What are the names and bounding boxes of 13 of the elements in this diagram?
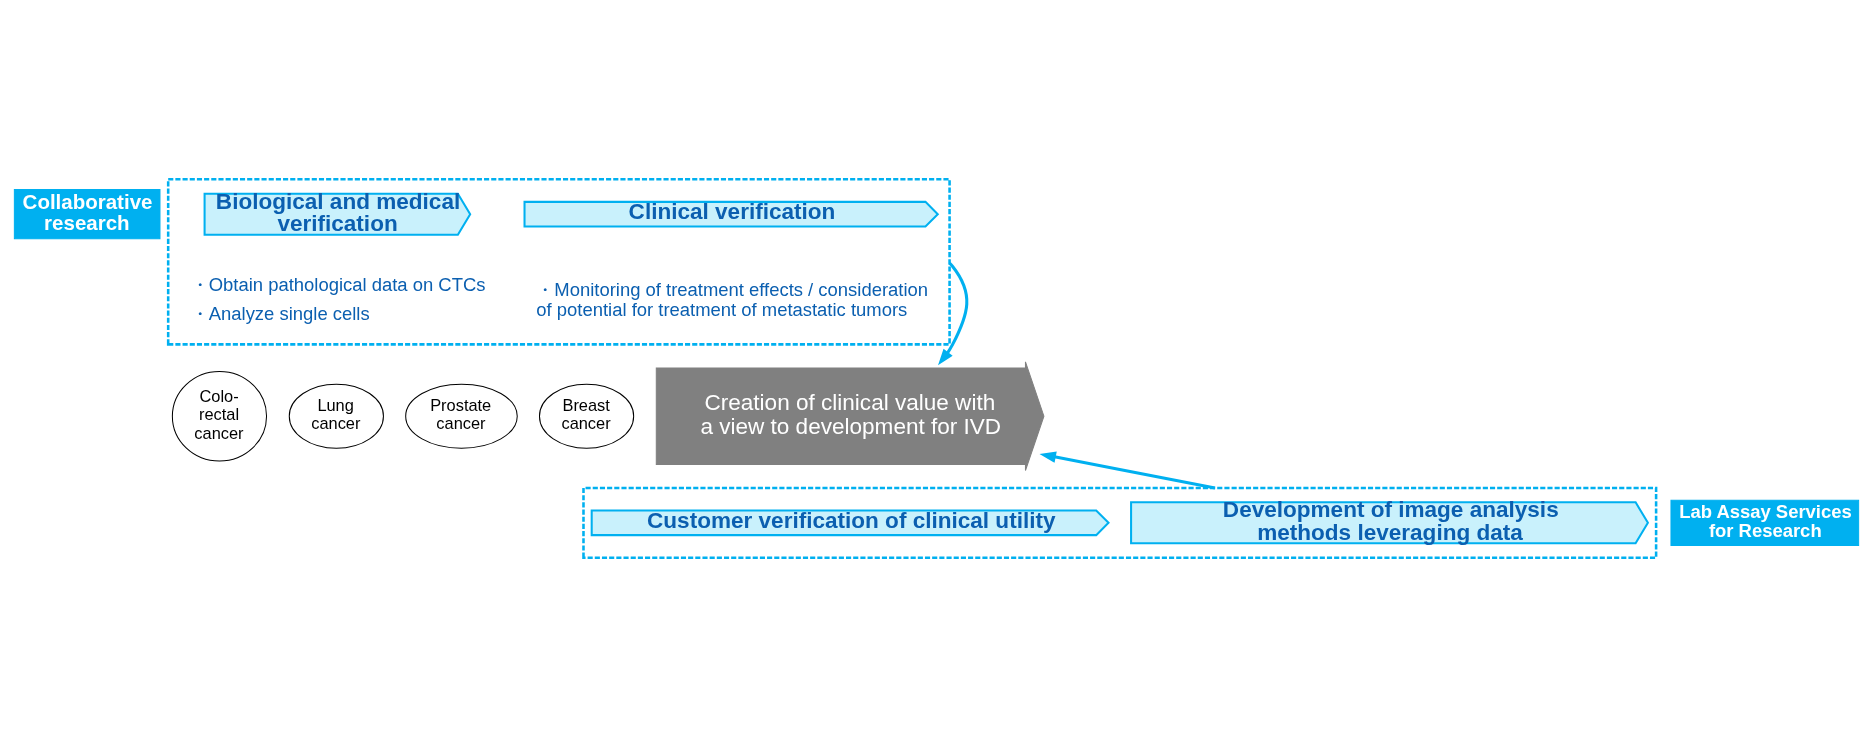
node-ellipse: Lung cancer: [288, 383, 384, 449]
node-label: ・Obtain pathological data on CTCs: [190, 274, 486, 296]
node-circle: Colo- rectal cancer: [171, 370, 268, 462]
node-ellipse: Breast cancer: [538, 383, 635, 449]
cluster: [582, 486, 1658, 559]
cluster: [166, 178, 951, 346]
node-box: Lab Assay Services for Research: [1670, 499, 1860, 546]
node-label: ・Analyze single cells: [190, 303, 370, 325]
arrow: [1039, 451, 1216, 490]
node-box: Collaborative research: [13, 189, 161, 240]
arrow: [938, 262, 969, 366]
node-label: ・Monitoring of treatment effects / consideration of potential for treatment of metastatic tumors: [536, 278, 929, 321]
node-ellipse: Prostate cancer: [405, 383, 518, 449]
